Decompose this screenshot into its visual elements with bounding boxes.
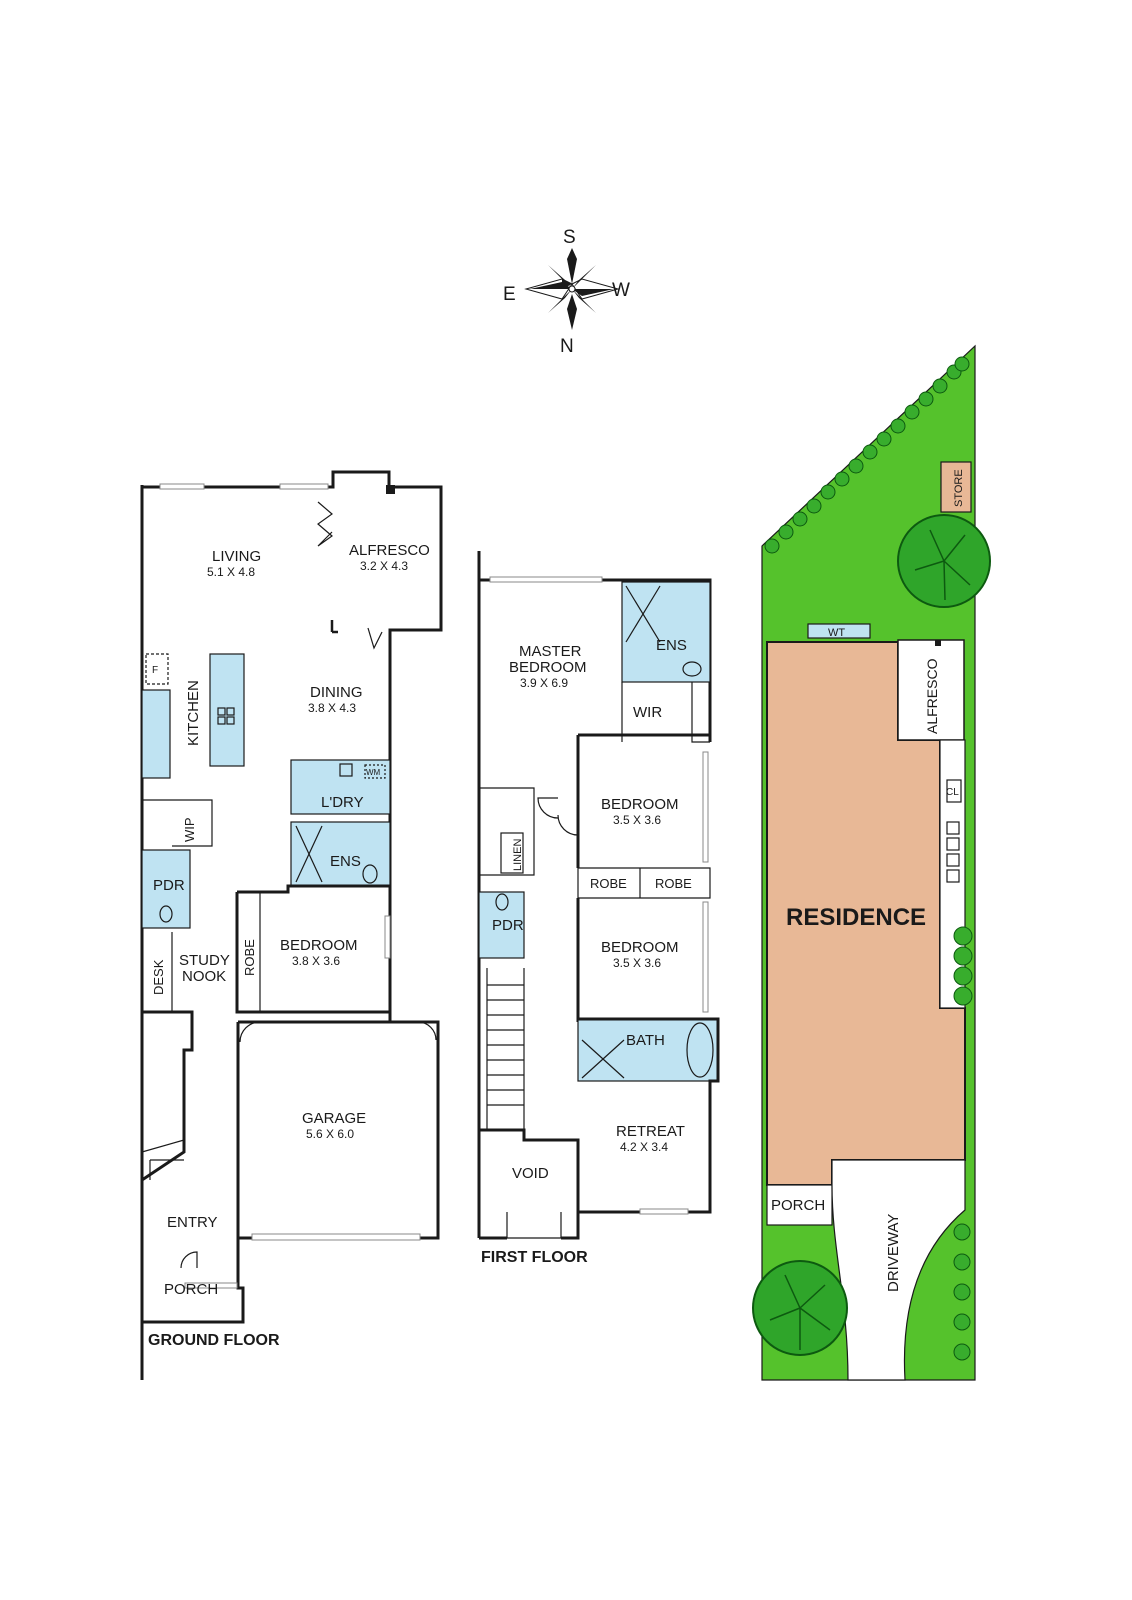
master-label-2: BEDROOM: [509, 659, 587, 676]
ground-floor-plan: [140, 470, 443, 1380]
wir-label: WIR: [633, 704, 662, 721]
ground-bedroom-dims: 3.8 X 3.6: [292, 954, 340, 968]
desk-label: DESK: [151, 959, 166, 995]
driveway-label: DRIVEWAY: [885, 1214, 902, 1292]
living-dims: 5.1 X 4.8: [207, 565, 255, 579]
bath-label: BATH: [626, 1032, 665, 1049]
dining-label: DINING: [310, 684, 363, 701]
first-pdr-label: PDR: [492, 917, 524, 934]
compass-east: E: [503, 284, 516, 305]
bedroom1-dims: 3.5 X 3.6: [613, 813, 661, 827]
ground-porch-label: PORCH: [164, 1281, 218, 1298]
ground-robe-label: ROBE: [242, 939, 257, 976]
store-label: STORE: [953, 469, 965, 507]
cl-label: CL: [946, 787, 959, 798]
compass-west: W: [612, 280, 630, 301]
site-porch-label: PORCH: [771, 1197, 825, 1214]
first-floor-plan: [477, 551, 720, 1240]
bedroom1-label: BEDROOM: [601, 796, 679, 813]
site-alfresco-label: ALFRESCO: [924, 658, 940, 734]
bedroom2-dims: 3.5 X 3.6: [613, 956, 661, 970]
first-ensuite-label: ENS: [656, 637, 687, 654]
retreat-dims: 4.2 X 3.4: [620, 1140, 668, 1154]
nook-label: NOOK: [182, 968, 226, 985]
ensuite-label: ENS: [330, 853, 361, 870]
master-label-1: MASTER: [519, 643, 582, 660]
ground-bedroom-label: BEDROOM: [280, 937, 358, 954]
wm-label: WM: [366, 768, 381, 777]
robe1-label: ROBE: [590, 876, 627, 891]
garage-label: GARAGE: [302, 1110, 366, 1127]
laundry-label: L'DRY: [321, 794, 364, 811]
living-label: LIVING: [212, 548, 261, 565]
master-dims: 3.9 X 6.9: [520, 676, 568, 690]
retreat-label: RETREAT: [616, 1123, 685, 1140]
alfresco-label: ALFRESCO: [349, 542, 430, 559]
garage-dims: 5.6 X 6.0: [306, 1127, 354, 1141]
fridge-label: F: [152, 665, 158, 676]
wip-label: WIP: [182, 817, 197, 842]
alfresco-dims: 3.2 X 4.3: [360, 559, 408, 573]
void-label: VOID: [512, 1165, 549, 1182]
residence-label: RESIDENCE: [786, 904, 926, 931]
study-label: STUDY: [179, 952, 230, 969]
entry-label: ENTRY: [167, 1214, 218, 1231]
linen-label: LINEN: [512, 839, 524, 871]
dining-dims: 3.8 X 4.3: [308, 701, 356, 715]
compass-north: N: [560, 336, 574, 357]
first-floor-title: FIRST FLOOR: [481, 1249, 588, 1266]
kitchen-label: KITCHEN: [185, 680, 202, 746]
robe2-label: ROBE: [655, 876, 692, 891]
ground-floor-title: GROUND FLOOR: [148, 1332, 280, 1349]
pdr-label: PDR: [153, 877, 185, 894]
wt-label: WT: [828, 627, 845, 639]
compass-rose-icon: [524, 248, 620, 330]
site-plan: [752, 344, 991, 1381]
bedroom2-label: BEDROOM: [601, 939, 679, 956]
compass-south: S: [563, 227, 576, 248]
